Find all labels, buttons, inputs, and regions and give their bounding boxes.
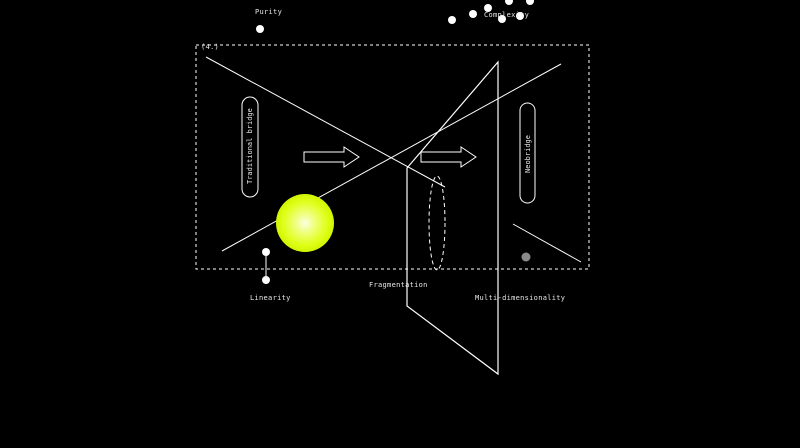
neobridge-pill (519, 102, 536, 204)
fragmentation-label: Fragmentation (369, 281, 428, 289)
linearity-label: Linearity (250, 294, 291, 302)
dashed-frame (195, 44, 590, 270)
traditional-bridge-label: Traditional bridge (246, 108, 254, 184)
complexity-label: Complexity (484, 11, 530, 19)
glowing-sphere (276, 194, 334, 252)
fragment-plane (406, 60, 499, 376)
complexity-dots (448, 0, 534, 24)
neobridge-label: Neobridge (524, 135, 532, 173)
linearity-dot-bottom (262, 276, 270, 284)
grey-dot (521, 252, 531, 262)
linearity-dot-top (262, 248, 270, 256)
purity-label: Purity (255, 8, 283, 16)
arrow-right-icon (420, 146, 477, 168)
multi-dimensionality-label: Multi-dimensionality (475, 294, 566, 302)
diagonal-line-c (512, 223, 582, 263)
traditional-bridge-pill (241, 96, 259, 198)
diagonal-line-a (205, 56, 446, 188)
arrow-right-icon (303, 146, 360, 168)
diagonal-line-b (221, 63, 562, 252)
frame-tag: (4.) (201, 43, 220, 51)
dashed-ellipse (428, 175, 446, 271)
purity-dot (256, 25, 264, 33)
